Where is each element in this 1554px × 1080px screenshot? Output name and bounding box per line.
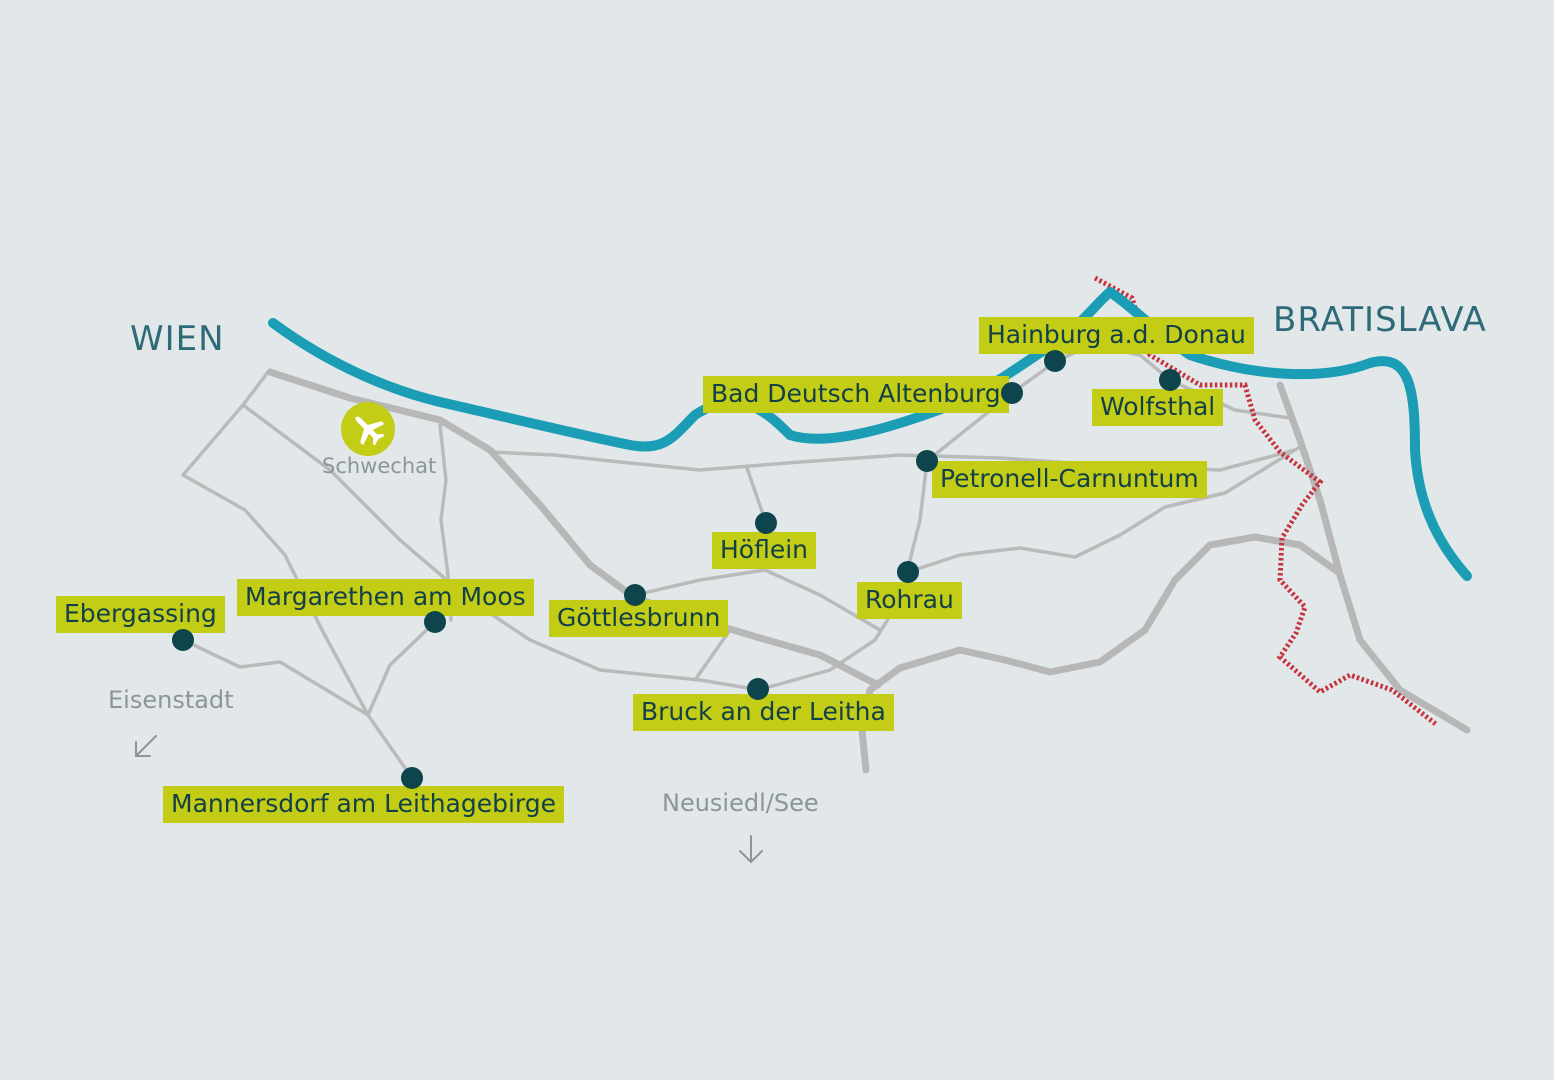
town-label-mannersdorf: Mannersdorf am Leithagebirge — [163, 786, 565, 823]
road-minor — [366, 713, 414, 780]
town-label-hainburg: Hainburg a.d. Donau — [979, 317, 1254, 354]
town-label-ebergassing: Ebergassing — [56, 596, 225, 633]
national-border — [1093, 275, 1439, 727]
town-label-petronell-carnuntum: Petronell-Carnuntum — [932, 461, 1207, 498]
town-marker-ebergassing — [172, 629, 194, 651]
town-marker-hoeflein — [755, 512, 777, 534]
arrow-down-left-icon — [135, 735, 157, 757]
road-highway-a4 — [266, 368, 882, 689]
road-minor — [181, 638, 370, 717]
city-label-wien: WIEN — [130, 319, 225, 359]
town-marker-rohrau — [897, 561, 919, 583]
town-marker-goettlesbrunn — [624, 584, 646, 606]
road-minor — [906, 446, 1300, 574]
road-minor — [633, 568, 767, 597]
road-highway-east — [1276, 381, 1471, 734]
town-label-hoeflein: Höflein — [712, 532, 817, 569]
road-minor — [241, 403, 762, 692]
town-marker-wolfsthal — [1159, 369, 1181, 391]
arrow-down-icon — [739, 835, 763, 864]
major-roads — [266, 368, 1471, 774]
town-marker-bad-deutsch-altenburg — [1001, 382, 1023, 404]
town-label-margarethen-am-moos: Margarethen am Moos — [237, 579, 534, 616]
town-marker-margarethen-am-moos — [424, 611, 446, 633]
town-label-bad-deutsch-altenburg: Bad Deutsch Altenburg — [703, 376, 1009, 413]
city-label-bratislava: BRATISLAVA — [1273, 300, 1487, 340]
airport-label: Schwechat — [322, 454, 437, 478]
town-label-goettlesbrunn: Göttlesbrunn — [549, 600, 729, 637]
road-minor — [693, 628, 732, 682]
town-marker-hainburg — [1044, 350, 1066, 372]
town-marker-petronell-carnuntum — [916, 450, 938, 472]
direction-label-neusiedl: Neusiedl/See — [662, 789, 819, 817]
town-label-wolfsthal: Wolfsthal — [1092, 389, 1224, 426]
minor-roads — [181, 343, 1300, 780]
town-label-bruck-an-der-leitha: Bruck an der Leitha — [633, 694, 894, 731]
town-marker-mannersdorf — [401, 767, 423, 789]
airplane-icon — [341, 402, 395, 456]
road-minor — [366, 620, 437, 717]
direction-label-eisenstadt: Eisenstadt — [108, 686, 234, 714]
town-marker-bruck-an-der-leitha — [747, 678, 769, 700]
town-label-rohrau: Rohrau — [857, 582, 962, 619]
road-highway-bypass — [858, 533, 1342, 774]
